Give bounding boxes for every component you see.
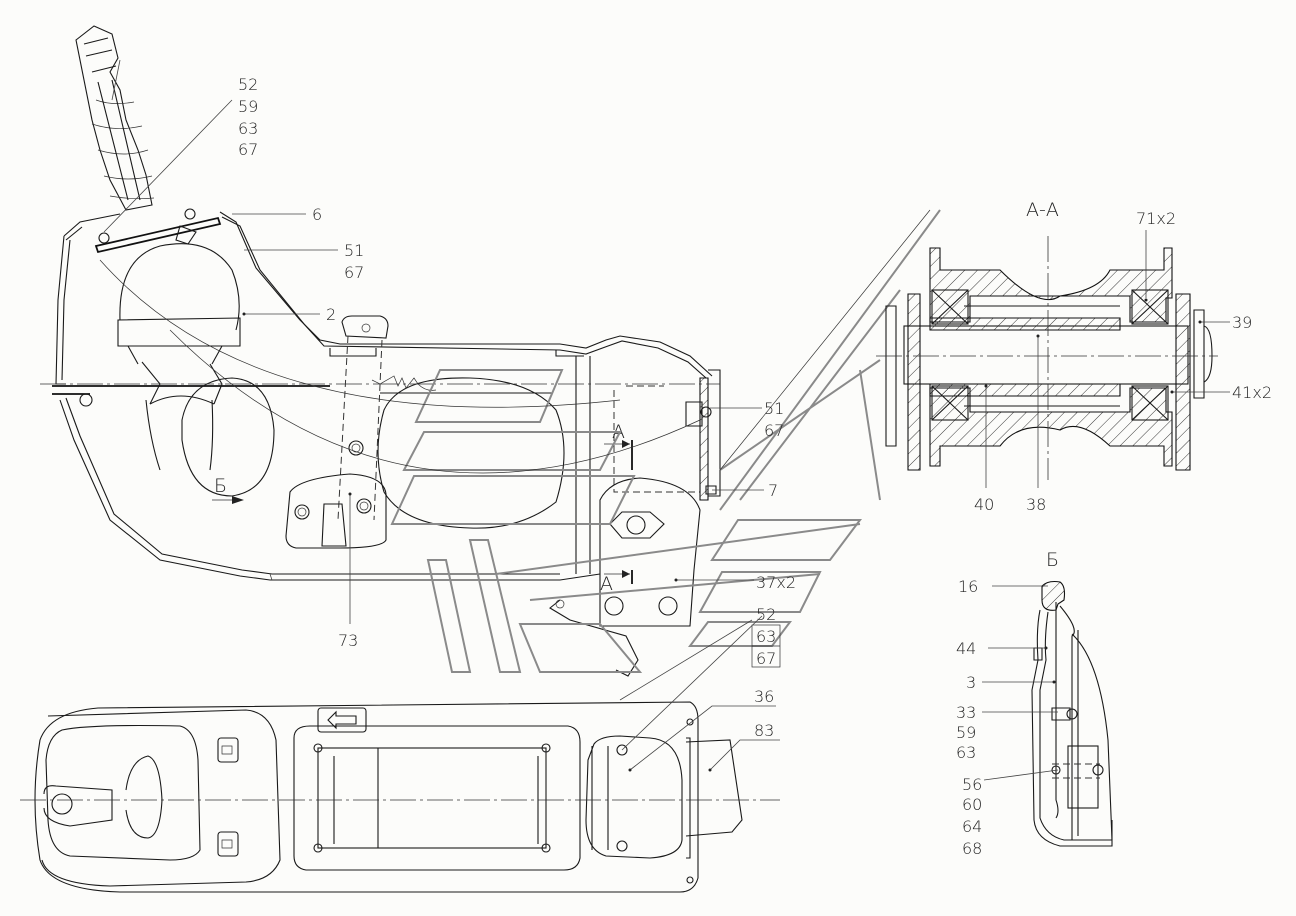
view-title: Б (1046, 549, 1059, 571)
view-b: Б 16 44 3 33 59 63 56 60 64 68 (956, 549, 1113, 858)
bearing (1131, 385, 1169, 421)
section-marker-a-lower: А (600, 573, 613, 595)
callout-67-top: 67 (344, 263, 364, 282)
callout-56: 56 (962, 775, 982, 794)
plan-view: 36 83 (20, 615, 780, 893)
console-housing (52, 211, 713, 581)
callout-39: 39 (1232, 313, 1252, 332)
callout-67: 67 (238, 140, 258, 159)
callout-40: 40 (974, 495, 994, 514)
callout-67-bottom: 67 (756, 649, 776, 668)
callout-73: 73 (338, 631, 358, 650)
bolt (184, 208, 196, 220)
callout-71: 71x2 (1136, 209, 1176, 228)
callout-83: 83 (754, 721, 774, 740)
callout-63-bottom: 63 (756, 627, 776, 646)
hydraulic-valve-body (119, 243, 240, 331)
bearing (1131, 289, 1169, 325)
callout-67-right: 67 (764, 421, 784, 440)
joystick-handle (75, 25, 155, 211)
main-side-view: А А Б (40, 25, 721, 677)
callout-51-right: 51 (764, 399, 784, 418)
bearing (931, 385, 969, 421)
callout-33: 33 (956, 703, 976, 722)
callout-60: 60 (962, 795, 982, 814)
bolt (98, 232, 110, 244)
callout-36: 36 (754, 687, 774, 706)
section-title: А-А (1026, 199, 1059, 221)
callout-64: 64 (962, 817, 982, 836)
callout-16: 16 (958, 577, 978, 596)
callout-52-bottom: 52 (756, 605, 776, 624)
section-a-a: А-А 71x2 39 (876, 199, 1272, 514)
watermark-shapes (390, 209, 941, 673)
bearing (931, 289, 969, 325)
shaft (903, 325, 1189, 385)
callout-59: 59 (238, 97, 258, 116)
callout-59-b: 59 (956, 723, 976, 742)
main-view-callouts: 52 59 63 67 6 51 67 2 51 67 7 37x2 52 63… (103, 75, 796, 701)
callout-52: 52 (238, 75, 258, 94)
callout-63-b: 63 (956, 743, 976, 762)
view-marker-b: Б (214, 475, 227, 497)
callout-3: 3 (966, 673, 976, 692)
latch-knob (341, 315, 389, 339)
direction-indicator (317, 707, 367, 733)
callout-38: 38 (1026, 495, 1046, 514)
callout-7: 7 (768, 481, 778, 500)
lower-bracket (285, 473, 387, 549)
callout-63: 63 (238, 119, 258, 138)
callout-68: 68 (962, 839, 982, 858)
callout-2: 2 (326, 305, 336, 324)
mounting-flange (94, 216, 222, 254)
callout-51-top: 51 (344, 241, 364, 260)
callout-37: 37x2 (756, 573, 796, 592)
callout-41: 41x2 (1232, 383, 1272, 402)
callout-6: 6 (312, 205, 322, 224)
callout-44: 44 (956, 639, 976, 658)
pivot-bracket (599, 477, 701, 627)
